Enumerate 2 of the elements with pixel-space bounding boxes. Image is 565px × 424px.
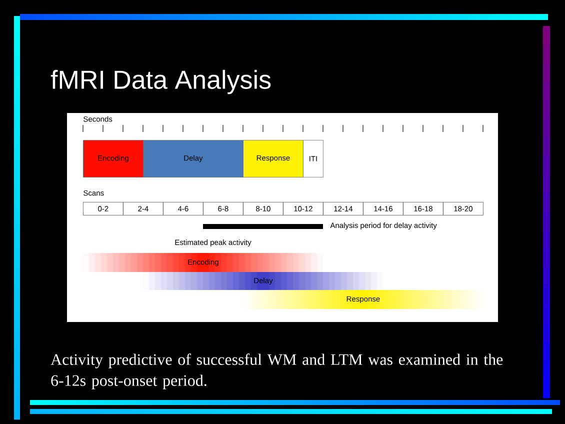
caption: Activity predictive of successful WM and LTM was examined in the 6-12s post-onset period. — [50, 354, 503, 390]
title: fMRI Data Analysis — [50, 70, 271, 94]
